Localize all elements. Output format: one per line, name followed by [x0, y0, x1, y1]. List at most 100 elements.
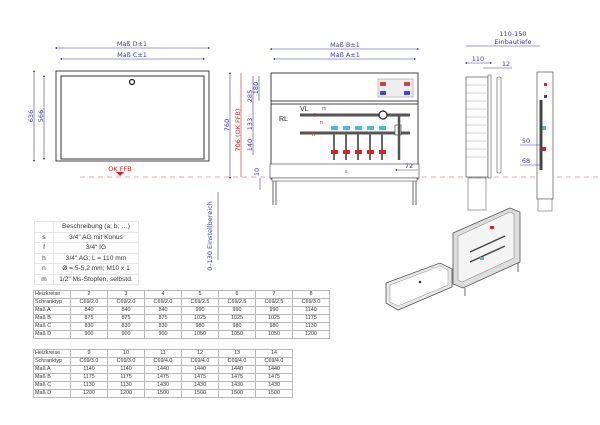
- table-cell: 1440: [255, 365, 293, 374]
- table-cell: C69/3.0: [70, 357, 108, 366]
- table-cell: 1500: [181, 389, 219, 398]
- table-cell: C69/2.0: [144, 298, 182, 307]
- table-cell: 1140: [70, 365, 108, 374]
- table-cell: C69/2.5: [255, 298, 293, 307]
- row-header: Heizkreise: [33, 290, 71, 299]
- table-cell: 13: [218, 349, 256, 358]
- table-cell: 10: [107, 349, 145, 358]
- table-cell: 1140: [292, 306, 330, 315]
- table-cell: 900: [144, 330, 182, 339]
- row-header: Maß B: [33, 314, 71, 323]
- table-cell: C69/4.0: [144, 357, 182, 366]
- table-cell: 1050: [255, 330, 293, 339]
- table-cell: 980: [255, 322, 293, 331]
- table-cell: C69/2.0: [107, 298, 145, 307]
- table-cell: 1200: [107, 389, 145, 398]
- table-cell: C69/4.0: [181, 357, 219, 366]
- table-cell: 875: [107, 314, 145, 323]
- table-cell: 1430: [255, 381, 293, 390]
- row-header: Schranktyp: [33, 298, 71, 307]
- table-cell: 990: [255, 306, 293, 315]
- height-285-label: 285: [246, 90, 254, 102]
- table-cell: 830: [107, 322, 145, 331]
- height-566-label: 566: [37, 110, 45, 122]
- table-cell: 980: [181, 322, 219, 331]
- table-cell: 2: [70, 290, 108, 299]
- table-cell: 840: [144, 306, 182, 315]
- row-header: Maß D: [33, 330, 71, 339]
- table-cell: 7: [255, 290, 293, 299]
- table-cell: 1175: [107, 373, 145, 382]
- table-cell: 1430: [181, 381, 219, 390]
- floor-label: OK FFB: [108, 165, 131, 173]
- table-cell: 900: [107, 330, 145, 339]
- height-133-label: 133: [246, 118, 254, 130]
- marker-n: n: [320, 120, 323, 126]
- row-header: Maß A: [33, 306, 71, 315]
- table-cell: C69/4.0: [255, 357, 293, 366]
- table-cell: 1175: [70, 373, 108, 382]
- table-cell: 875: [70, 314, 108, 323]
- table-cell: 1130: [292, 322, 330, 331]
- manifold-cabinet-view: [217, 47, 420, 260]
- table-cell: 1475: [255, 373, 293, 382]
- table-cell: 14: [255, 349, 293, 358]
- row-header: Schranktyp: [33, 357, 71, 366]
- marker-m: m: [322, 106, 326, 112]
- lock-icon: [128, 78, 136, 86]
- table-cell: 12: [181, 349, 219, 358]
- height-706-label: 706 (OK FFB): [234, 109, 242, 152]
- table-cell: 1130: [70, 381, 108, 390]
- marker-f: f: [314, 113, 316, 119]
- table-cell: 1500: [144, 389, 182, 398]
- table-cell: 840: [70, 306, 108, 315]
- table-cell: 1430: [218, 381, 256, 390]
- height-10-label: 10: [253, 168, 261, 176]
- table-cell: 8: [292, 290, 330, 299]
- table-cell: C69/2.5: [218, 298, 256, 307]
- rl-label: RL: [279, 116, 288, 123]
- table-cell: 3: [107, 290, 145, 299]
- table-cell: 1025: [181, 314, 219, 323]
- table-cell: 1050: [218, 330, 256, 339]
- table-cell: C69/4.0: [218, 357, 256, 366]
- height-140-label: 140: [246, 139, 254, 151]
- table-cell: 900: [70, 330, 108, 339]
- dim-a-label: Maß A±1: [330, 51, 360, 59]
- row-header: Maß C: [33, 381, 71, 390]
- table-cell: 1175: [292, 314, 330, 323]
- width-110-label: 110: [472, 55, 484, 63]
- dim-68-label: 68: [522, 157, 530, 165]
- height-180-label: 180: [252, 82, 260, 94]
- table-cell: 840: [107, 306, 145, 315]
- marker-s: s: [345, 169, 348, 175]
- height-760-label: 760: [223, 119, 231, 131]
- table-cell: 990: [181, 306, 219, 315]
- table-cell: 990: [218, 306, 256, 315]
- width-12-label: 12: [502, 60, 510, 68]
- table-cell: 1200: [292, 330, 330, 339]
- marker-h: h: [312, 132, 315, 138]
- table-cell: 1140: [107, 365, 145, 374]
- table-cell: 1440: [218, 365, 256, 374]
- table-cell: 1050: [181, 330, 219, 339]
- height-636-label: 636: [27, 110, 35, 122]
- table-cell: 980: [218, 322, 256, 331]
- table-cell: 1130: [107, 381, 145, 390]
- dim-50-label: 50: [522, 137, 530, 145]
- table-cell: 1025: [255, 314, 293, 323]
